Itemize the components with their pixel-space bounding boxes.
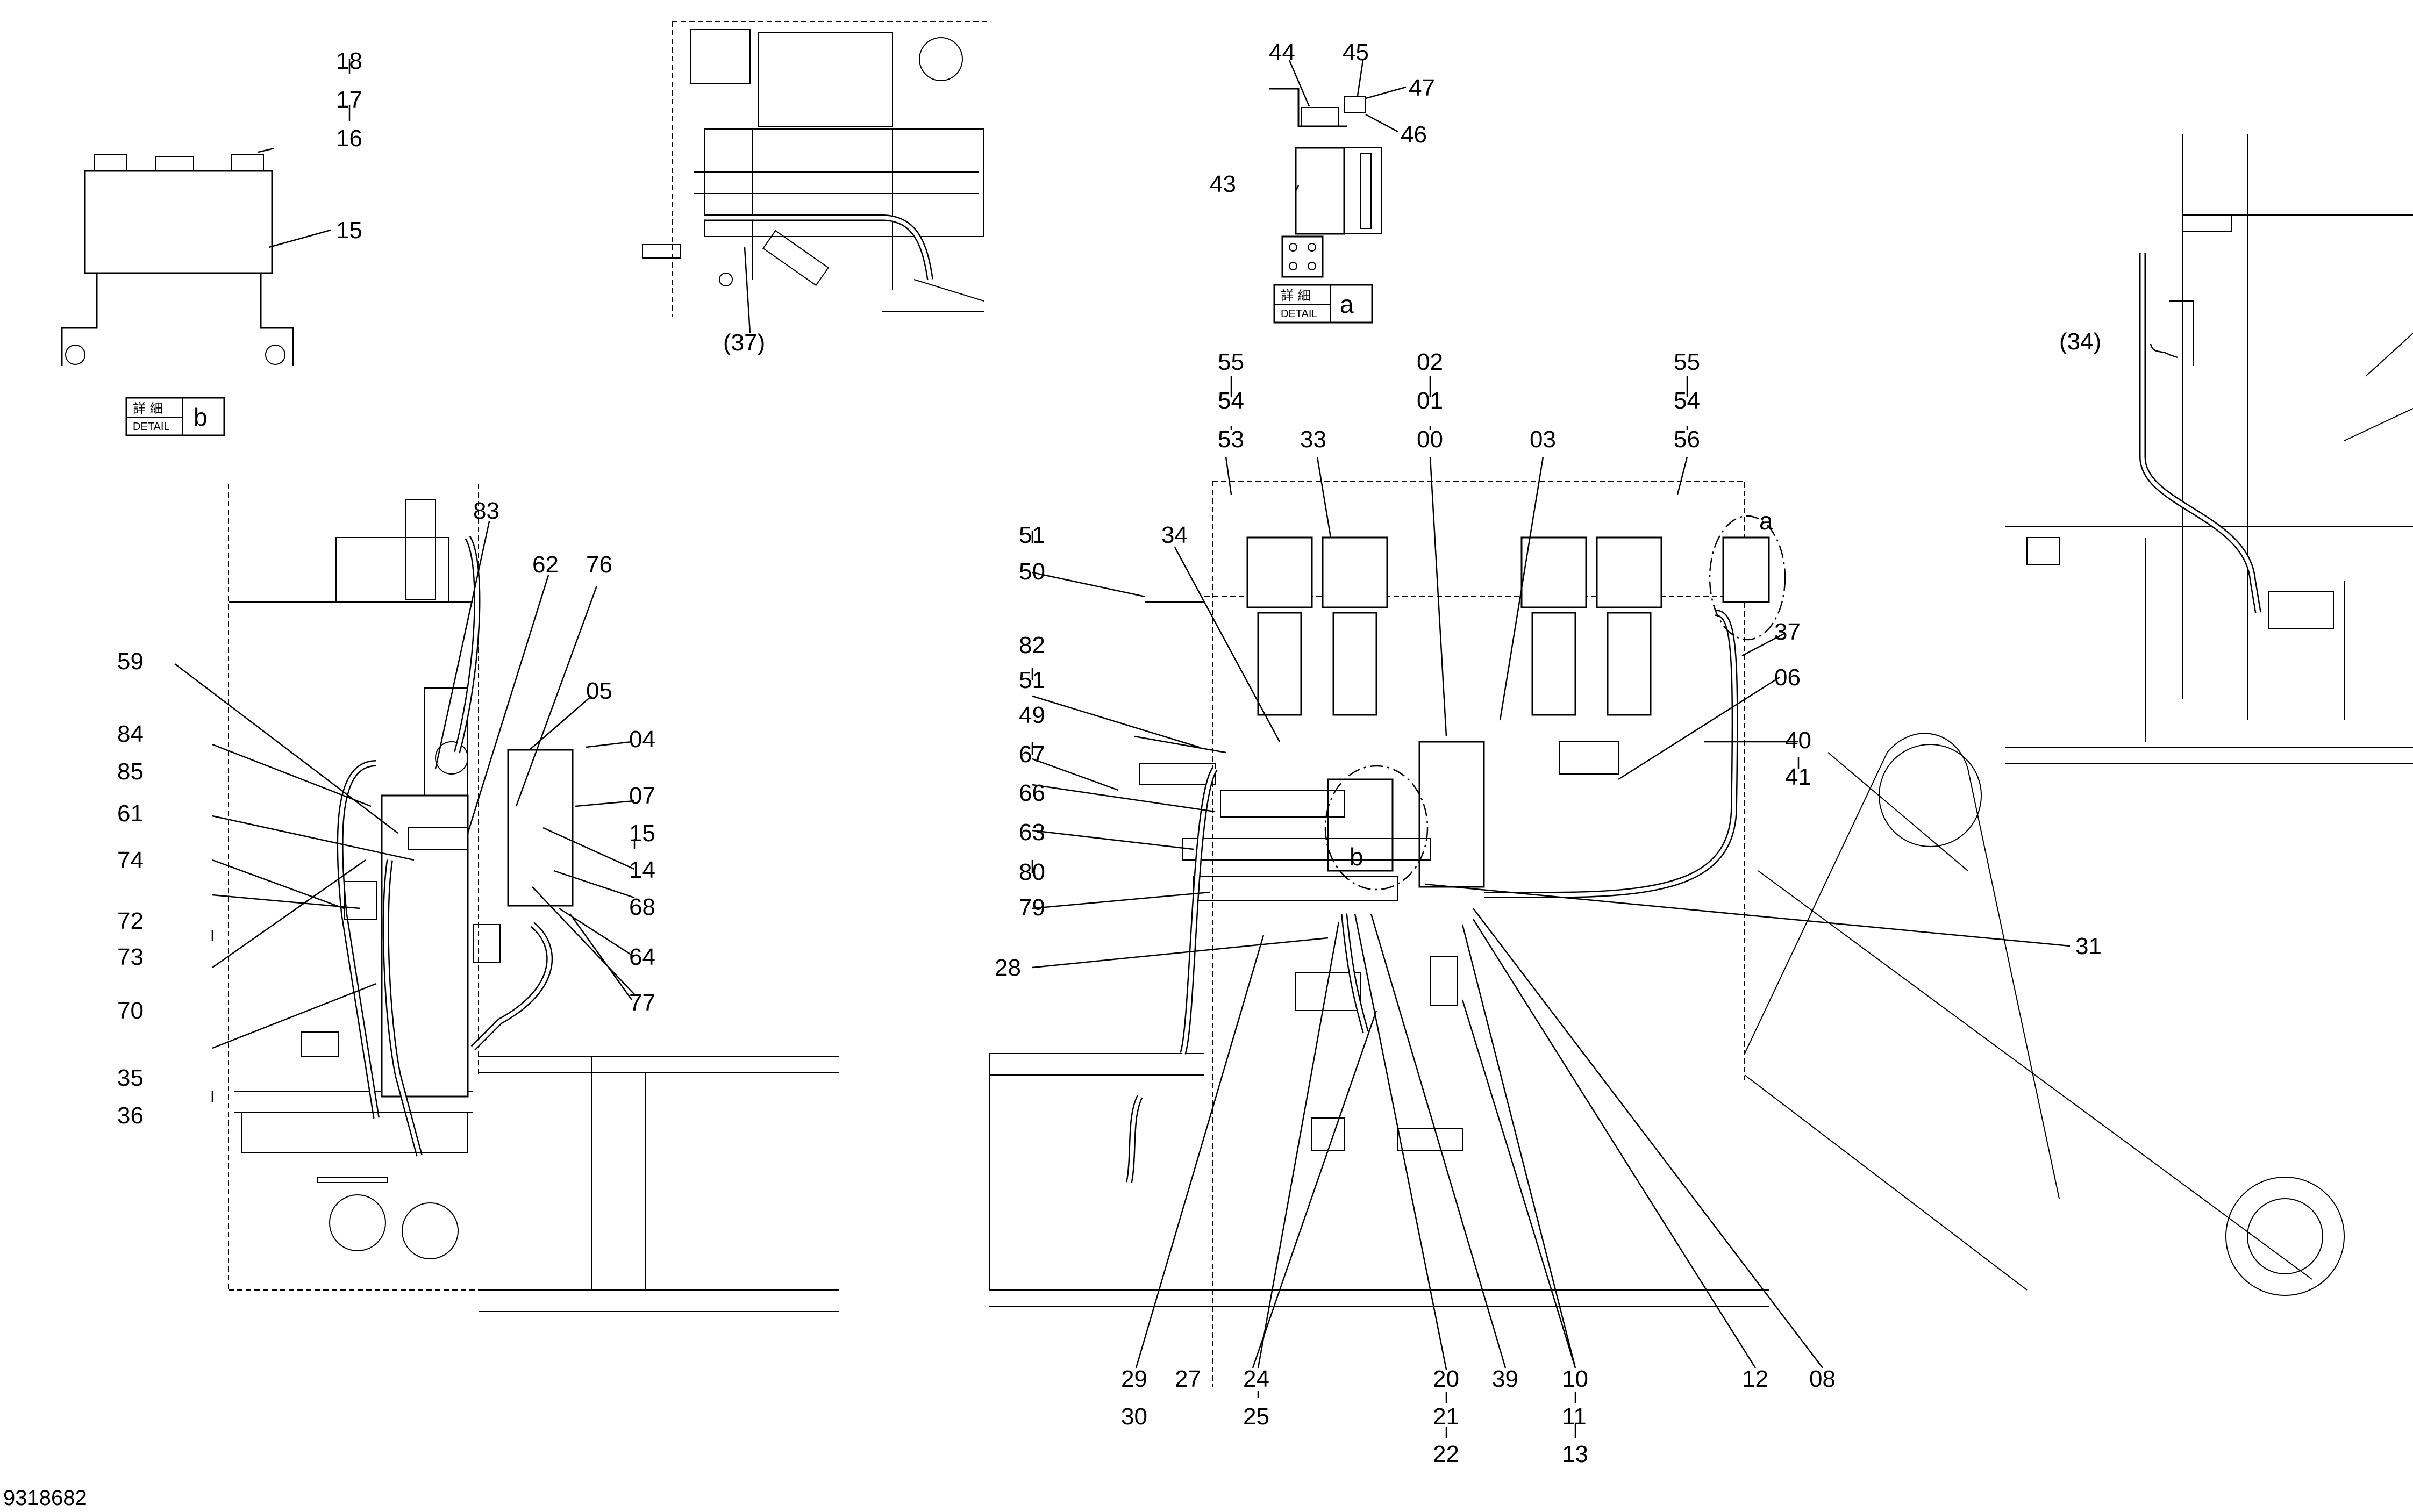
label-28: 28 — [995, 955, 1021, 981]
label-41: 41 — [1785, 764, 1811, 790]
label-55-right: 55 — [1674, 349, 1700, 375]
detail-b-letter: b — [194, 403, 208, 431]
label-10: 10 — [1562, 1366, 1588, 1392]
label-54-left: 54 — [1218, 388, 1244, 414]
label-11: 11 — [1562, 1403, 1587, 1430]
label-00: 00 — [1417, 426, 1443, 453]
label-18: 18 — [336, 48, 362, 74]
label-76: 76 — [586, 551, 612, 578]
label-44: 44 — [1269, 39, 1295, 66]
label-35: 35 — [117, 1065, 144, 1091]
label-85: 85 — [117, 758, 144, 785]
detail-a-word: DETAIL — [1281, 308, 1318, 320]
label-80: 80 — [1019, 859, 1045, 885]
label-45: 45 — [1343, 39, 1369, 66]
label-53: 53 — [1218, 426, 1244, 453]
label-37: 37 — [1774, 619, 1801, 645]
label-21: 21 — [1433, 1403, 1459, 1430]
label-49: 49 — [1019, 702, 1045, 728]
inset-37-view — [642, 21, 989, 317]
label-64: 64 — [629, 944, 655, 970]
label-06: 06 — [1774, 664, 1801, 691]
label-68: 68 — [629, 894, 655, 920]
detail-a-view — [1269, 88, 1382, 278]
label-50: 50 — [1019, 558, 1045, 585]
label-15-detail: 15 — [336, 217, 362, 243]
label-16: 16 — [336, 125, 362, 152]
label-33: 33 — [1300, 426, 1326, 453]
label-51-mid: 51 — [1019, 667, 1045, 693]
detail-box-b: 詳 細 DETAIL b — [125, 397, 225, 436]
label-13: 13 — [1562, 1441, 1588, 1467]
label-31: 31 — [2075, 933, 2102, 959]
label-05: 05 — [586, 678, 612, 704]
label-02: 02 — [1417, 349, 1443, 375]
label-29: 29 — [1121, 1366, 1147, 1392]
label-62: 62 — [532, 551, 559, 578]
label-43: 43 — [1210, 171, 1236, 197]
leader-lines — [174, 59, 2178, 1438]
label-54-right: 54 — [1674, 388, 1700, 414]
detail-b-kanji: 詳 細 — [133, 401, 163, 416]
detail-b-word: DETAIL — [133, 421, 170, 433]
label-84: 84 — [117, 721, 144, 747]
right-partial-view-34 — [2005, 134, 2413, 764]
label-56: 56 — [1674, 426, 1700, 453]
callout-a-letter: a — [1759, 507, 1773, 535]
label-51-top: 51 — [1019, 522, 1045, 548]
label-17: 17 — [336, 87, 362, 113]
label-55-left: 55 — [1218, 349, 1244, 375]
label-20: 20 — [1433, 1366, 1459, 1392]
label-37-ref: (37) — [723, 329, 765, 356]
label-08: 08 — [1809, 1366, 1836, 1392]
part-labels: 18 17 16 15 (37) 44 45 47 46 43 55 54 53… — [117, 39, 2102, 1467]
label-77: 77 — [629, 990, 655, 1016]
center-front-view — [989, 481, 2345, 1387]
label-63: 63 — [1019, 819, 1045, 845]
label-67: 67 — [1019, 741, 1045, 768]
label-61: 61 — [117, 800, 144, 827]
label-24: 24 — [1243, 1366, 1269, 1392]
detail-a-letter: a — [1340, 290, 1354, 318]
detail-a-kanji: 詳 細 — [1281, 288, 1311, 303]
label-79: 79 — [1019, 894, 1045, 921]
label-22: 22 — [1433, 1441, 1459, 1467]
label-27: 27 — [1175, 1366, 1201, 1392]
label-66: 66 — [1019, 780, 1045, 806]
label-25: 25 — [1243, 1403, 1269, 1430]
label-30: 30 — [1121, 1403, 1147, 1430]
label-72: 72 — [117, 908, 144, 934]
label-46: 46 — [1401, 121, 1427, 148]
label-83: 83 — [473, 498, 499, 524]
label-36: 36 — [117, 1102, 144, 1129]
label-47: 47 — [1409, 75, 1435, 101]
drawing-number: 9318682 — [3, 1486, 87, 1510]
label-40: 40 — [1785, 727, 1811, 754]
label-59: 59 — [117, 648, 144, 675]
label-39: 39 — [1492, 1366, 1518, 1392]
label-34: 34 — [1161, 522, 1188, 548]
label-01: 01 — [1417, 388, 1443, 414]
label-14: 14 — [629, 857, 655, 883]
left-elevation-view — [228, 484, 839, 1312]
label-82: 82 — [1019, 632, 1045, 658]
label-07: 07 — [629, 783, 655, 809]
label-73: 73 — [117, 944, 144, 970]
detail-box-a: 詳 細 DETAIL a — [1273, 284, 1373, 324]
label-15: 15 — [629, 820, 655, 847]
label-34-ref: (34) — [2059, 328, 2101, 355]
label-03: 03 — [1530, 426, 1556, 453]
label-70: 70 — [117, 998, 144, 1024]
callout-b-letter: b — [1350, 843, 1363, 871]
label-04: 04 — [629, 726, 655, 753]
label-12: 12 — [1742, 1366, 1768, 1392]
label-74: 74 — [117, 847, 144, 873]
detail-b-view — [61, 154, 294, 366]
